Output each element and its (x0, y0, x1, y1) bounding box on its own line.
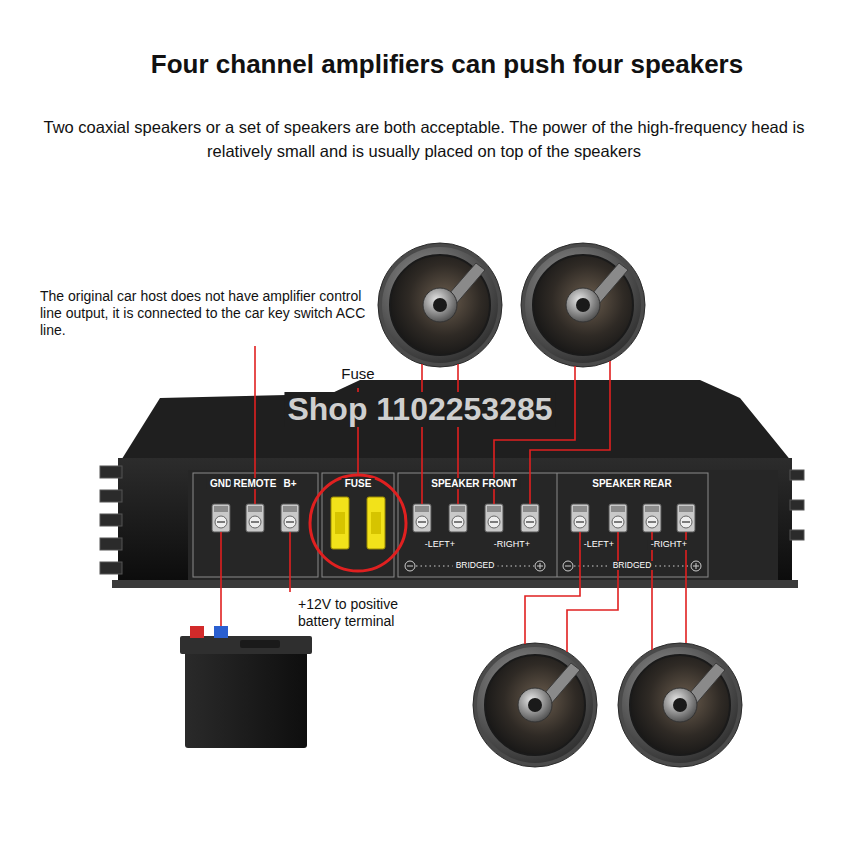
remote-callout: The original car host does not have ampl… (40, 288, 372, 338)
gnd-wire (220, 532, 222, 626)
panel-divider (557, 473, 558, 577)
panel-label: FUSE (342, 478, 375, 489)
amplifier-base (112, 580, 798, 588)
terminal-label: B+ (280, 478, 299, 489)
channel-label: -LEFT+ (422, 540, 458, 550)
power-panel-frame (193, 473, 318, 577)
speakers (378, 243, 742, 767)
fuses (331, 497, 385, 549)
subtitle-note: Two coaxial speakers or a set of speaker… (39, 116, 809, 164)
rear-left-wire (525, 532, 580, 644)
amplifier-top (120, 380, 792, 462)
amplifier-body (118, 458, 792, 582)
watermark: Shop 1102253285 (284, 392, 555, 427)
bridged-label: BRIDGED (453, 561, 498, 570)
wires (221, 346, 686, 652)
battery-callout: +12V to positive battery terminal (298, 596, 430, 630)
speaker-panel-frame (398, 473, 708, 577)
fuse-highlight (310, 475, 406, 571)
rear-left-wire (567, 532, 618, 652)
bplus-wire (289, 532, 291, 592)
panel-label: SPEAKER REAR (589, 478, 674, 489)
channel-label: -RIGHT+ (491, 540, 533, 550)
amplifier (100, 380, 804, 588)
battery (180, 626, 312, 748)
fuse-callout: Fuse (341, 366, 374, 383)
channel-label: -LEFT+ (581, 540, 617, 550)
terminal-label: REMOTE (231, 478, 280, 489)
screw-terminals (212, 504, 695, 532)
fuse-panel-frame (322, 473, 394, 577)
panel-label: SPEAKER FRONT (428, 478, 520, 489)
front-left-wire (421, 364, 423, 504)
bridged-label: BRIDGED (610, 561, 655, 570)
channel-label: -RIGHT+ (648, 540, 690, 550)
bridged-markers (405, 561, 701, 571)
page-title: Four channel amplifiers can push four sp… (151, 50, 743, 79)
terminal-panel (188, 470, 778, 580)
